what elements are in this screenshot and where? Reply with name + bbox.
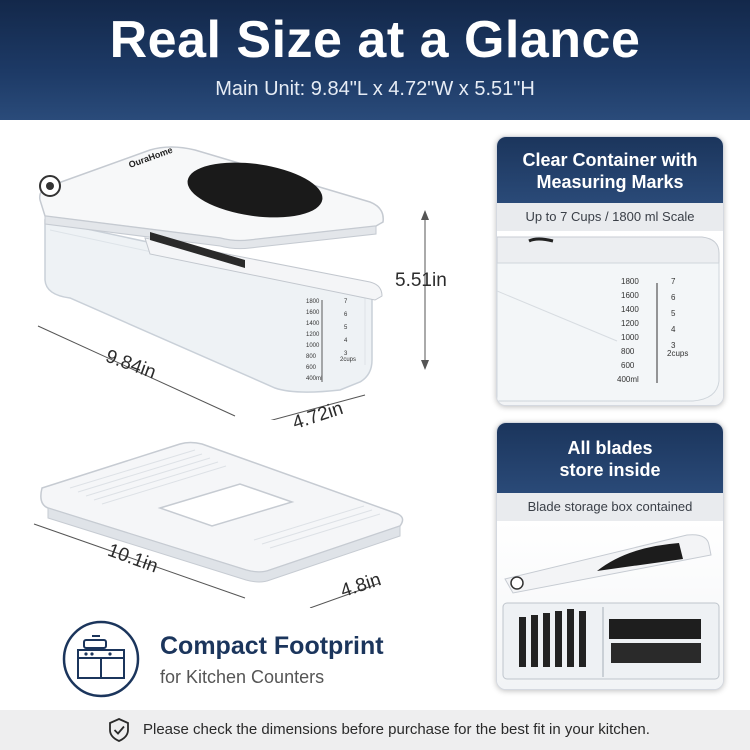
lid-illustration (33, 441, 404, 608)
blade-storage-image (502, 534, 720, 680)
header-banner: Real Size at a Glance Main Unit: 9.84"L … (0, 0, 750, 120)
product-illustration: OuraHome 1800 1600 1400 1200 1000 800 60… (37, 145, 429, 420)
measuring-scale: 1800 1600 1400 1200 1000 800 600 400ml 7… (306, 299, 356, 382)
svg-text:3: 3 (344, 351, 348, 357)
footer-note: Please check the dimensions before purch… (143, 721, 650, 738)
svg-text:1400: 1400 (306, 321, 320, 327)
compact-footprint-subtitle: for Kitchen Counters (160, 667, 325, 687)
page-subtitle: Main Unit: 9.84"L x 4.72"W x 5.51"H (215, 78, 535, 100)
page-title: Real Size at a Glance (109, 11, 641, 69)
svg-text:4: 4 (344, 338, 348, 344)
blade-storage-closeup (497, 521, 723, 689)
compact-footprint-title: Compact Footprint (160, 632, 384, 660)
svg-text:1800: 1800 (306, 299, 320, 305)
svg-text:800: 800 (306, 354, 317, 360)
container-card: Clear Container with Measuring Marks Up … (496, 136, 724, 406)
svg-text:600: 600 (306, 365, 317, 371)
svg-text:2cups: 2cups (340, 357, 356, 363)
svg-text:7: 7 (344, 299, 348, 305)
container-card-title: Clear Container with Measuring Marks (497, 137, 723, 203)
svg-text:400ml: 400ml (306, 376, 322, 382)
blades-card-title: All blades store inside (497, 423, 723, 493)
shield-check-icon (109, 718, 129, 742)
svg-text:6: 6 (344, 312, 348, 318)
blades-card: All blades store inside Blade storage bo… (496, 422, 724, 690)
container-card-subtitle: Up to 7 Cups / 1800 ml Scale (497, 203, 723, 231)
svg-text:1200: 1200 (306, 332, 320, 338)
height-dimension: 5.51in (395, 270, 447, 291)
container-closeup-image (497, 236, 720, 402)
svg-text:1600: 1600 (306, 310, 320, 316)
kitchen-counter-icon (62, 620, 140, 698)
svg-text:1000: 1000 (306, 343, 320, 349)
blades-card-subtitle: Blade storage box contained (497, 493, 723, 521)
footer-bar: Please check the dimensions before purch… (0, 710, 750, 750)
svg-text:5: 5 (344, 325, 348, 331)
container-closeup: 1800 1600 1400 1200 1000 800 600 400ml 7… (497, 231, 723, 405)
